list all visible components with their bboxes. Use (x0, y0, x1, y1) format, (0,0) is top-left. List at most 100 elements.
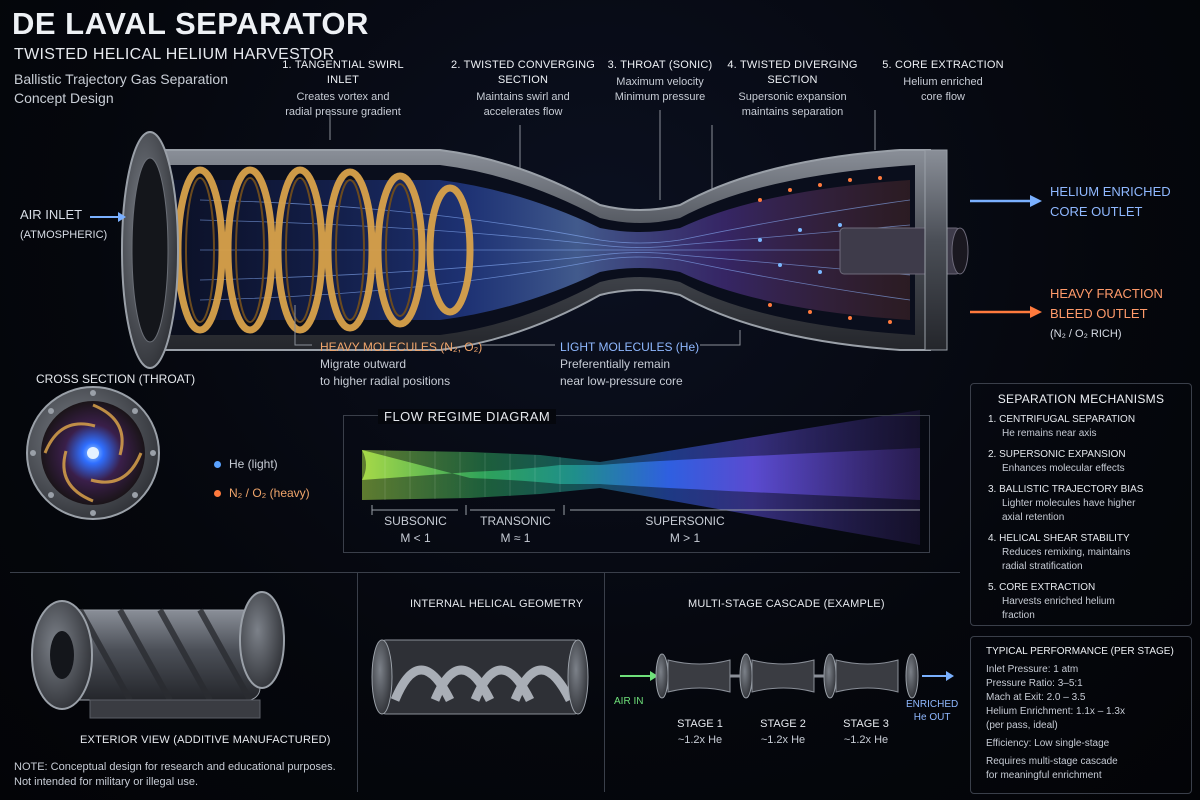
separation-item-desc: Reduces remixing, maintains (1002, 547, 1131, 558)
performance-line: Inlet Pressure: 1 atm (986, 664, 1079, 675)
separation-item-title: 4. HELICAL SHEAR STABILITY (988, 533, 1130, 544)
exterior-view-caption: EXTERIOR VIEW (ADDITIVE MANUFACTURED) (80, 734, 331, 746)
performance-line: Helium Enrichment: 1.1x – 1.3x (986, 706, 1125, 717)
performance-line: Requires multi-stage cascade (986, 756, 1118, 767)
performance-line: (per pass, ideal) (986, 720, 1058, 731)
cascade-air-in-label: AIR IN (614, 696, 644, 707)
performance-panel (970, 636, 1192, 794)
step-desc: radial pressure gradient (285, 106, 401, 118)
regime-mach: M ≈ 1 (500, 531, 531, 545)
heavy-outlet-line: HEAVY FRACTION (1050, 286, 1163, 301)
light-molecules-label: LIGHT MOLECULES (He) Preferentially rema… (560, 339, 699, 390)
light-molecules-desc: near low-pressure core (560, 374, 683, 388)
step-converging: 2. TWISTED CONVERGING SECTION Maintains … (448, 58, 598, 120)
separation-item-title: 5. CORE EXTRACTION (988, 582, 1096, 593)
separation-item-desc: Enhances molecular effects (1002, 463, 1125, 474)
flow-regime-graphic (362, 410, 920, 545)
section-divider (357, 572, 358, 792)
stage-gain: ~1.2x He (760, 734, 806, 746)
cross-section-graphic (26, 386, 160, 520)
separation-item: 4. HELICAL SHEAR STABILITY Reduces remix… (988, 532, 1188, 574)
internal-helical-graphic (371, 639, 589, 715)
separation-item-title: 3. BALLISTIC TRAJECTORY BIAS (988, 484, 1144, 495)
cascade-out-label: ENRICHED He OUT (906, 698, 958, 724)
flow-regime-box (343, 415, 930, 553)
air-inlet-label: AIR INLET (ATMOSPHERIC) (20, 205, 107, 245)
note-line: Not intended for military or illegal use… (14, 776, 199, 788)
cascade-stage: STAGE 3 ~1.2x He (831, 716, 901, 748)
separation-item: 1. CENTRIFUGAL SEPARATION He remains nea… (988, 413, 1188, 441)
step-desc: Supersonic expansion (738, 91, 847, 103)
step-desc: Maximum velocity (616, 76, 704, 88)
regime-subsonic: SUBSONIC M < 1 (368, 513, 463, 547)
air-inlet-sub: (ATMOSPHERIC) (20, 229, 108, 241)
section-divider (604, 572, 605, 792)
heavy-molecules-title: HEAVY MOLECULES (N₂, O₂) (320, 340, 483, 354)
separation-item: 5. CORE EXTRACTION Harvests enriched hel… (988, 581, 1188, 623)
helium-outlet-label: HELIUM ENRICHED CORE OUTLET (1050, 182, 1171, 222)
cascade-graphic (620, 653, 954, 699)
flow-regime-title: FLOW REGIME DIAGRAM (378, 409, 557, 424)
regime-mach: M > 1 (669, 531, 701, 545)
step-title: 3. THROAT (SONIC) (607, 59, 713, 71)
legend-helium: He (light) (214, 457, 278, 471)
step-title-line2: SECTION (767, 74, 818, 86)
separation-panel (970, 383, 1192, 626)
separation-item-title: 2. SUPERSONIC EXPANSION (988, 449, 1126, 460)
section-divider (10, 572, 960, 573)
helium-dot-icon (214, 461, 221, 469)
step-desc: accelerates flow (483, 106, 563, 118)
stage-name: STAGE 2 (760, 718, 806, 730)
heavy-dot-icon (214, 490, 221, 498)
cross-section-title: CROSS SECTION (THROAT) (36, 372, 196, 386)
cascade-stage: STAGE 1 ~1.2x He (665, 716, 735, 748)
legend-heavy-label: N₂ / O₂ (heavy) (229, 486, 310, 500)
stage-gain: ~1.2x He (843, 734, 889, 746)
step-title-line2: SECTION (497, 74, 549, 86)
separation-item-desc: Harvests enriched helium (1002, 596, 1115, 607)
cascade-out-line: He OUT (913, 712, 951, 723)
molecule-leaders (294, 305, 741, 346)
separation-item-desc: He remains near axis (1002, 428, 1097, 439)
step-desc: Creates vortex and (296, 91, 390, 103)
page-description: Ballistic Trajectory Gas Separation Conc… (14, 70, 234, 108)
step-title: 4. TWISTED DIVERGING (727, 59, 858, 71)
stage-name: STAGE 3 (843, 718, 889, 730)
stage-gain: ~1.2x He (677, 734, 723, 746)
separation-item: 2. SUPERSONIC EXPANSION Enhances molecul… (988, 448, 1188, 476)
step-title: 2. TWISTED CONVERGING (451, 59, 595, 71)
disclaimer-note: NOTE: Conceptual design for research and… (14, 760, 336, 790)
step-diverging: 4. TWISTED DIVERGING SECTION Supersonic … (720, 58, 865, 120)
heavy-outlet-label: HEAVY FRACTION BLEED OUTLET (N₂ / O₂ RIC… (1050, 284, 1163, 344)
regime-mach: M < 1 (400, 531, 431, 545)
helium-outlet-line: CORE OUTLET (1050, 204, 1143, 219)
separation-item-desc: axial retention (1002, 512, 1065, 523)
heavy-outlet-line: BLEED OUTLET (1050, 306, 1148, 321)
regime-name: SUPERSONIC (645, 514, 725, 528)
legend-helium-label: He (light) (229, 457, 278, 471)
light-molecules-desc: Preferentially remain (560, 357, 671, 371)
cascade-stage: STAGE 2 ~1.2x He (748, 716, 818, 748)
step-desc: core flow (920, 91, 966, 103)
helical-coil-shadows (185, 177, 415, 323)
stage-name: STAGE 1 (677, 718, 723, 730)
exterior-view-graphic (31, 591, 285, 719)
helium-outlet-line: HELIUM ENRICHED (1050, 184, 1171, 199)
separation-title: SEPARATION MECHANISMS (997, 392, 1165, 406)
outlet-flange (924, 149, 948, 351)
inlet-flange (121, 131, 179, 369)
light-molecules-title: LIGHT MOLECULES (He) (560, 340, 700, 354)
step-core-extraction: 5. CORE EXTRACTION Helium enriched core … (878, 58, 1008, 105)
particles (758, 176, 892, 324)
performance-line: Mach at Exit: 2.0 – 3.5 (986, 692, 1086, 703)
performance-title: TYPICAL PERFORMANCE (PER STAGE) (986, 646, 1174, 657)
step-desc: maintains separation (741, 106, 844, 118)
separation-item: 3. BALLISTIC TRAJECTORY BIAS Lighter mol… (988, 483, 1188, 525)
step-desc: Minimum pressure (614, 91, 706, 103)
step-tangential-swirl: 1. TANGENTIAL SWIRL INLET Creates vortex… (268, 58, 418, 120)
separation-item-desc: radial stratification (1002, 561, 1083, 572)
note-line: NOTE: Conceptual design for research and… (14, 761, 336, 773)
flow-streamlines (199, 199, 911, 301)
performance-line: Pressure Ratio: 3–5:1 (986, 678, 1083, 689)
step-desc: Helium enriched (903, 76, 983, 88)
